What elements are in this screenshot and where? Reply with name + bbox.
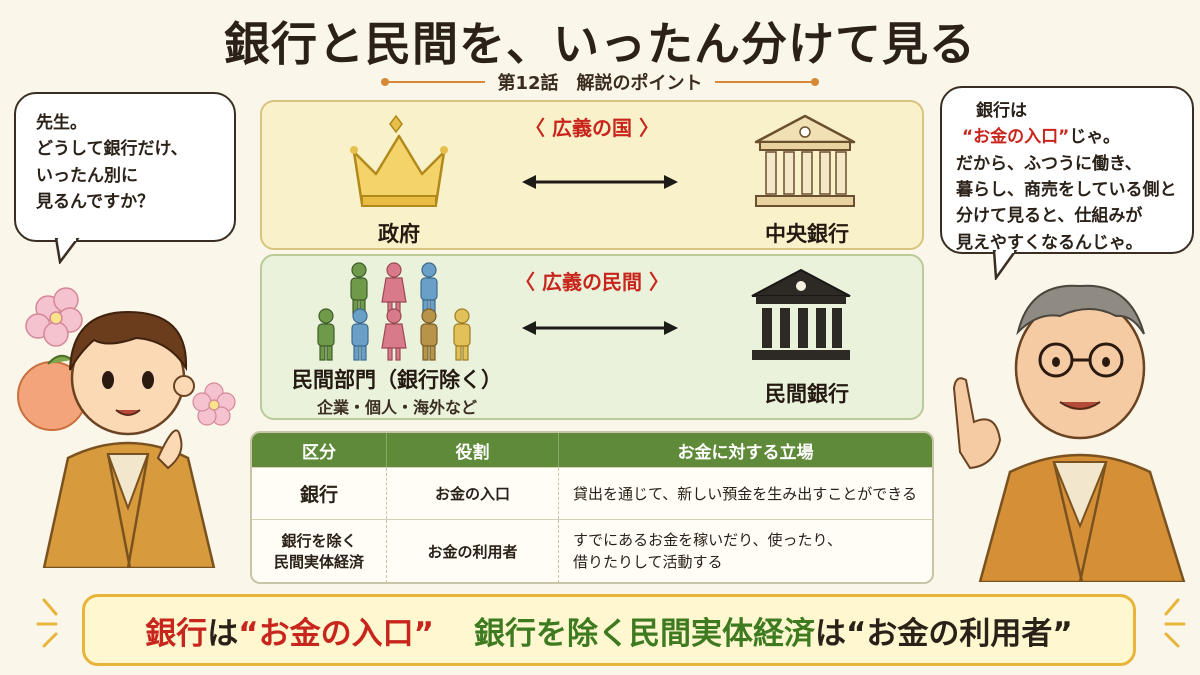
table-row: 銀行を除く 民間実体経済 お金の利用者 すでにあるお金を稼いだり、使ったり、 借… bbox=[252, 519, 932, 582]
comparison-table: 区分 役割 お金に対する立場 銀行 お金の入口 貸出を通じて、新しい預金を生み出… bbox=[250, 431, 934, 584]
banner-text: は bbox=[207, 615, 239, 652]
bubble-right-line: 暮らし、商売をしている側と bbox=[956, 180, 1177, 201]
bubble-tail-right bbox=[992, 250, 1018, 280]
private-panel-label: 〈 広義の民間 〉 bbox=[515, 270, 669, 294]
flower-icon bbox=[192, 382, 236, 426]
table-cell-line: すでにあるお金を稼いだり、使ったり、 bbox=[573, 530, 842, 549]
private-bank-icon bbox=[751, 268, 851, 360]
subtitle-row: 第12話 解説のポイント bbox=[360, 70, 840, 94]
person-icon bbox=[350, 262, 368, 315]
bubble-tail-left bbox=[54, 238, 80, 264]
summary-banner: 銀行は“お金の入口” 銀行を除く民間実体経済は“お金の利用者” bbox=[82, 594, 1136, 666]
banner-private-statement: 銀行を除く民間実体経済は“お金の利用者” bbox=[474, 608, 1073, 653]
state-panel: 〈 広義の国 〉 政府 中央銀行 bbox=[260, 100, 924, 250]
subtitle: 第12話 解説のポイント bbox=[497, 73, 703, 94]
student-illustration bbox=[17, 287, 216, 568]
table-cell: すでにあるお金を稼いだり、使ったり、 借りたりして活動する bbox=[558, 520, 932, 582]
table-header-cell: 役割 bbox=[386, 433, 558, 467]
bubble-left-line: 先生。 bbox=[36, 113, 87, 133]
bubble-right-line: 見えやすくなるんじゃ。 bbox=[956, 232, 1143, 253]
subtitle-divider-right bbox=[714, 78, 819, 86]
flower-icon bbox=[25, 287, 83, 347]
central-bank-caption: 中央銀行 bbox=[765, 222, 849, 246]
hand-icon bbox=[156, 429, 183, 470]
table-cell: お金の利用者 bbox=[386, 520, 558, 582]
table-cell: 銀行を除く 民間実体経済 bbox=[252, 520, 386, 582]
table-cell: 貸出を通じて、新しい預金を生み出すことができる bbox=[558, 468, 932, 519]
bubble-right-highlight: “お金の入口” bbox=[962, 127, 1070, 148]
sparkle-icon bbox=[36, 598, 58, 648]
banner-text: “お金の利用者” bbox=[846, 615, 1073, 652]
table-header-cell: お金に対する立場 bbox=[558, 433, 932, 467]
bubble-right-line: じゃ。 bbox=[1069, 127, 1121, 148]
table-row: 銀行 お金の入口 貸出を通じて、新しい預金を生み出すことができる bbox=[252, 467, 932, 519]
state-panel-label: 〈 広義の国 〉 bbox=[525, 116, 659, 140]
teacher-illustration bbox=[952, 284, 1186, 582]
teacher-speech-bubble: 銀行は “お金の入口”じゃ。 だから、ふつうに働き、 暮らし、商売をしている側と… bbox=[940, 86, 1194, 254]
double-arrow-icon bbox=[522, 321, 678, 335]
bubble-right-line: だから、ふつうに働き、 bbox=[956, 153, 1142, 174]
table-cell-line: 借りたりして活動する bbox=[573, 552, 723, 571]
table-cell: お金の入口 bbox=[386, 468, 558, 519]
private-sector-subcaption: 企業・個人・海外など bbox=[316, 398, 477, 417]
table-header: 区分 役割 お金に対する立場 bbox=[252, 433, 932, 467]
double-arrow-icon bbox=[522, 175, 678, 189]
subtitle-divider-left bbox=[381, 78, 486, 86]
pointing-hand-icon bbox=[952, 377, 1002, 470]
table-header-cell: 区分 bbox=[302, 442, 336, 463]
crown-icon bbox=[350, 114, 448, 207]
bubble-left-line: いったん別に bbox=[36, 165, 138, 186]
people-group-icon bbox=[317, 262, 471, 361]
table-cell: 銀行 bbox=[299, 484, 338, 506]
bubble-right-line: 銀行は bbox=[976, 101, 1027, 121]
student-speech-bubble: 先生。 どうして銀行だけ、 いったん別に 見るんですか？ bbox=[14, 92, 236, 242]
bubble-right-line: 分けて見ると、仕組みが bbox=[956, 206, 1143, 227]
private-bank-caption: 民間銀行 bbox=[765, 382, 849, 406]
banner-text: 銀行を除く民間実体経済 bbox=[474, 615, 815, 652]
private-panel: 〈 広義の民間 〉 民間部門（銀行除く） 企業・個人・海外など bbox=[260, 254, 924, 420]
banner-text: “お金の入口” bbox=[238, 615, 434, 652]
private-sector-caption: 民間部門（銀行除く） bbox=[292, 368, 502, 392]
banner-bank-statement: 銀行は“お金の入口” bbox=[145, 608, 434, 653]
central-bank-icon bbox=[754, 114, 856, 207]
banner-text: 銀行 bbox=[145, 615, 208, 652]
bubble-left-line: どうして銀行だけ、 bbox=[36, 139, 188, 160]
bubble-left-line: 見るんですか？ bbox=[36, 192, 155, 213]
government-caption: 政府 bbox=[378, 222, 420, 246]
banner-text: は bbox=[815, 615, 846, 652]
page-title: 銀行と民間を、いったん分けて見る bbox=[224, 17, 976, 71]
table-cell-line: 銀行を除く bbox=[281, 532, 357, 551]
table-cell-line: 民間実体経済 bbox=[273, 552, 364, 571]
sparkle-icon bbox=[1164, 598, 1186, 648]
